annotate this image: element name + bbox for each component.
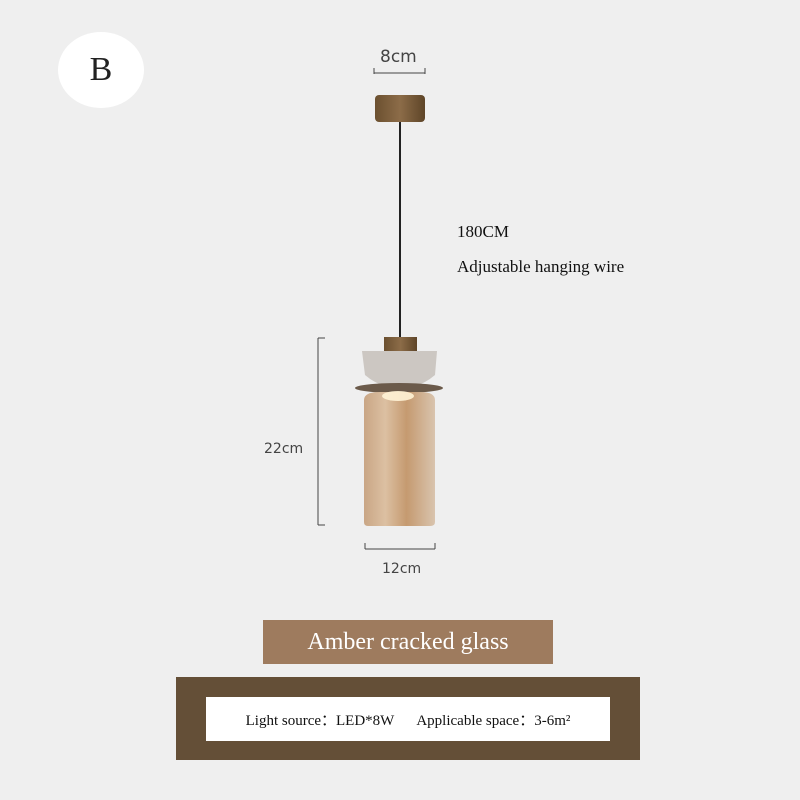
- height-bracket: [317, 337, 325, 526]
- bulb-glow: [382, 391, 414, 401]
- wire-description: Adjustable hanging wire: [457, 257, 625, 276]
- spec-box: Light source：LED*8W Applicable space：3-6…: [206, 697, 610, 741]
- applicable-space-spec: Applicable space：3-6m²: [416, 712, 571, 729]
- lamp-cap: [384, 337, 417, 351]
- height-label: 22cm: [264, 441, 304, 457]
- glass-bowl: [362, 351, 437, 388]
- amber-glass-cylinder: [364, 392, 435, 526]
- product-title: Amber cracked glass: [263, 620, 553, 664]
- ceiling-canopy: [375, 95, 425, 122]
- canopy-width-bracket: [373, 68, 426, 74]
- wire-length: 180CM: [457, 222, 509, 241]
- width-label: 12cm: [382, 561, 422, 577]
- variant-badge: B: [58, 32, 144, 108]
- canopy-width-label: 8cm: [380, 47, 417, 67]
- light-source-spec: Light source：LED*8W: [245, 712, 395, 729]
- metal-disc: [355, 383, 443, 393]
- width-bracket: [364, 543, 436, 550]
